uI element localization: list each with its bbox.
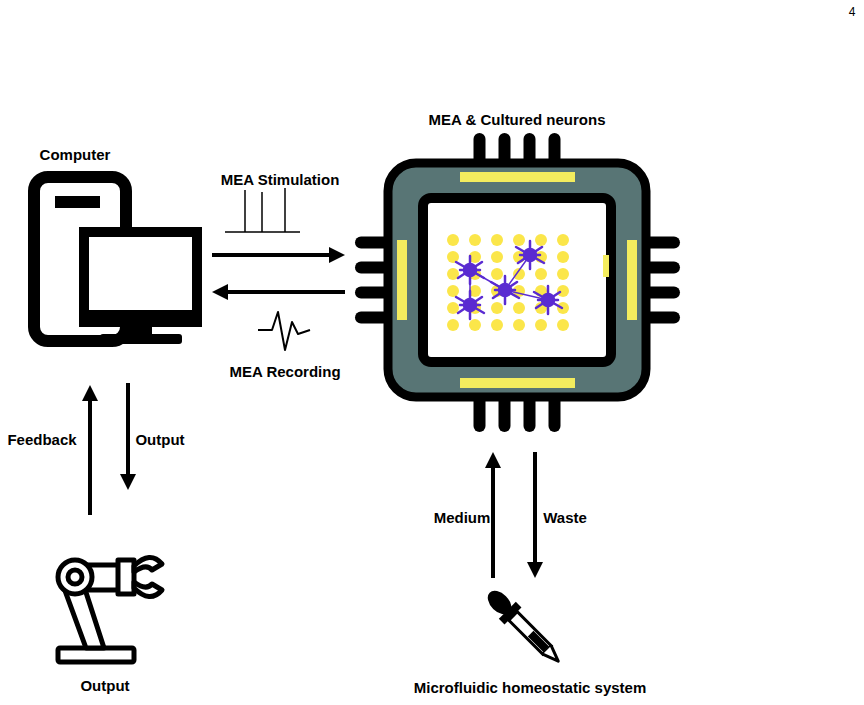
electrode-dots (469, 319, 481, 331)
electrode-dots (491, 234, 503, 246)
robot-arm-icon (134, 557, 162, 572)
edge-label: Feedback (7, 431, 76, 449)
mea-chip (355, 133, 680, 432)
electrode-dots (535, 319, 547, 331)
microfluidic-node: Microfluidic homeostatic system (480, 590, 570, 665)
stimulation-spikes (244, 190, 246, 232)
neurons (456, 241, 562, 319)
neurons (524, 249, 536, 261)
flow-arrow (491, 460, 495, 578)
electrode-dots (469, 234, 481, 246)
computer-icon (84, 232, 197, 322)
electrode-dots (491, 251, 503, 263)
flow-arrow (220, 290, 345, 294)
mea-chip (460, 172, 575, 182)
edge-label: MEA Stimulation (221, 171, 340, 189)
node-label: Computer (40, 146, 111, 164)
electrode-dots (557, 319, 569, 331)
flow-arrow (533, 452, 537, 570)
neurons (516, 241, 544, 269)
flow-arrow (212, 253, 337, 257)
mea-chip (397, 240, 407, 320)
robot-arm-icon (134, 582, 162, 597)
dropper-icon (481, 584, 567, 670)
dropper-icon (528, 631, 549, 652)
electrode-dots (557, 251, 569, 263)
stimulation-spikes (284, 188, 286, 232)
electrode-dots (447, 234, 459, 246)
computer-node: Computer (28, 172, 203, 347)
neurons (534, 286, 562, 314)
electrode-dots (447, 234, 569, 331)
electrode-dots (491, 268, 503, 280)
electrode-dots (513, 319, 525, 331)
stimulation-spikes (225, 188, 300, 232)
computer-icon (79, 310, 202, 326)
dropper-icon (509, 612, 551, 654)
robot-arm-icon (58, 557, 162, 662)
page-number: 4 (849, 3, 856, 21)
computer-icon (55, 196, 100, 208)
electrode-dots (447, 319, 459, 331)
neurons (542, 294, 554, 306)
electrode-dots (447, 251, 459, 263)
flow-arrow (88, 393, 92, 515)
computer-icon (34, 177, 202, 344)
neurons (499, 284, 511, 296)
electrode-dots (447, 285, 459, 297)
robot-arm-icon (58, 560, 92, 594)
mea-chip (423, 198, 611, 362)
neurons (464, 299, 476, 311)
node-label: MEA & Cultured neurons (429, 111, 606, 129)
electrode-dots (557, 285, 569, 297)
edge-label: Medium (434, 509, 491, 527)
electrode-dots (491, 302, 503, 314)
mea-chip (460, 378, 575, 388)
mea-chip (603, 255, 609, 277)
electrode-dots (557, 268, 569, 280)
electrode-dots (513, 234, 525, 246)
neurons (456, 256, 484, 284)
flow-arrow (126, 383, 130, 482)
neurons (456, 291, 484, 319)
mea-chip (355, 133, 680, 432)
node-label: Microfluidic homeostatic system (414, 679, 647, 697)
mea-chip (388, 163, 646, 397)
recording-waveform (258, 312, 310, 350)
electrode-dots (535, 268, 547, 280)
edge-label: MEA Recording (229, 363, 340, 381)
neurons (464, 264, 476, 276)
robot-output-node: Output (52, 548, 162, 666)
recording-waveform (258, 312, 310, 350)
edge-label: Output (135, 431, 184, 449)
stimulation-spikes (261, 192, 263, 232)
electrode-dots (535, 234, 547, 246)
electrode-dots (491, 319, 503, 331)
robot-arm-icon (118, 560, 134, 594)
edge-label: Waste (543, 509, 587, 527)
mea-chip (397, 172, 637, 388)
electrode-dots (557, 234, 569, 246)
electrode-dots (513, 302, 525, 314)
robot-arm-icon (68, 570, 82, 584)
neurons (491, 276, 519, 304)
node-label: Output (80, 677, 129, 695)
dropper-icon (543, 646, 563, 666)
mea-chip-node: MEA & Cultured neurons (355, 130, 680, 432)
mea-chip (627, 240, 637, 320)
computer-icon (100, 334, 182, 344)
